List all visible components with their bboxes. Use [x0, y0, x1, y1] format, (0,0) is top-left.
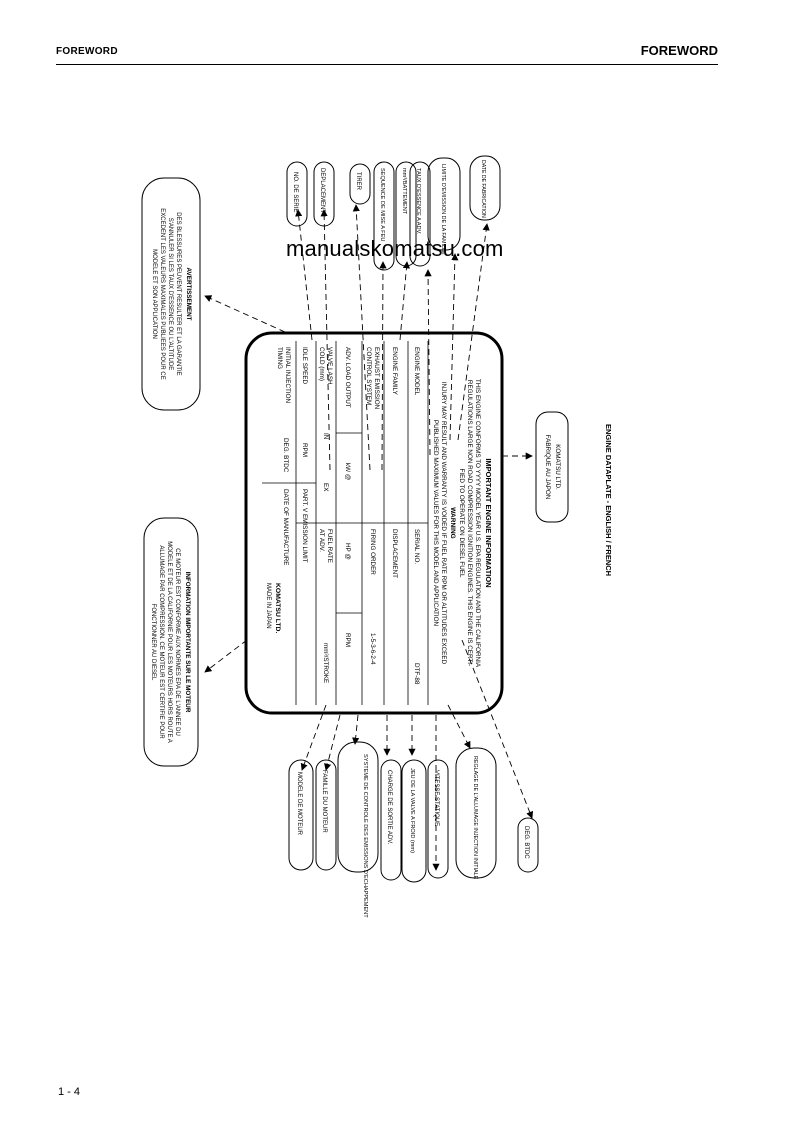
- french-info-line-1: CE MOTEUR EST CONFORME AUX NORMES EPA DE…: [174, 548, 180, 736]
- plate-serial-value: DTF-88: [413, 663, 420, 685]
- plate-idle-speed-label: IDLE SPEED: [301, 347, 308, 385]
- plate-fuel-unit: mm³/STROKE: [322, 643, 329, 683]
- figure-caption: ENGINE DATAPLATE - ENGLISH / FRENCH: [604, 424, 613, 576]
- french-avert-line-2: S'ANNULER SI LES TAUX D'ESSENCE OU L'ALT…: [167, 218, 173, 370]
- plate-rpm-label: RPM: [344, 633, 351, 647]
- plate-fuel-rate-2: AT ADV.: [318, 529, 325, 552]
- plate-date-mfg-label: DATE OF MANUFACTURE: [282, 489, 289, 566]
- plate-valve-lash-2: COLD (mm): [318, 347, 325, 381]
- plate-injection-1: INITIAL INJECTION: [284, 347, 291, 404]
- watermark-text: manualskomatsu.com: [286, 236, 504, 261]
- label-taux-essence: TAUX D'ESSENCE A ADV.: [415, 168, 421, 235]
- label-limite-emission: LIMITE D'EMISSION DE LA FAMILLE: [440, 164, 446, 255]
- french-info-title: INFORMATION IMPORTANTE SUR LE MOTEUR: [184, 572, 191, 713]
- plate-fuel-rate-1: FUEL RATE: [326, 529, 333, 563]
- plate-maker: KOMATSU LTD.: [274, 583, 281, 633]
- label-deplacement: DEPLACEMENT: [319, 168, 325, 213]
- plate-adv-load-label: ADV. LOAD OUTPUT: [344, 347, 351, 408]
- plate-firing-order-value: 1-5-3-6-2-4: [369, 633, 376, 665]
- plate-part-emission-label: PART. V EMISSION LIMIT: [301, 489, 308, 563]
- french-avert-line-1: DES BLESSURES PEUVENT RESULTER ET LA GAR…: [175, 212, 181, 375]
- plate-warning-1: INJURY MAY RESULT AND WARRANTY IS VOIDED…: [440, 382, 447, 665]
- label-charge-sortie: CHARGE DE SORTIE ADV.: [386, 770, 392, 845]
- french-avert-line-3: EXCEDENT LES VALEURS MAXIMALES PUBLIEES …: [159, 208, 165, 380]
- french-info-line-4: FONCTIONNER AU DIESEL: [150, 604, 156, 681]
- label-no-serie: NO. DE SERIE: [292, 172, 298, 212]
- header-right-title: FOREWORD: [640, 43, 718, 58]
- plate-serial-label: SERIAL NO.: [413, 529, 420, 564]
- plate-injection-2: TIMING: [276, 347, 283, 369]
- plate-warning-2: PUBLISHED MAXIMUM VALUES FOR THIS MODEL …: [432, 420, 439, 627]
- plate-kw-label: kW @: [344, 463, 351, 480]
- plate-title: IMPORTANT ENGINE INFORMATION: [484, 458, 493, 587]
- plate-engine-model-label: ENGINE MODEL: [413, 347, 420, 396]
- french-komatsu-1: KOMATSU LTD.: [554, 444, 561, 490]
- header-divider: [56, 64, 718, 65]
- label-tirer: TIRER: [355, 172, 361, 191]
- plate-made-in: MADE IN JAPAN: [265, 583, 271, 629]
- label-jeu-valve: JEU DE LA VALVE A FROID (mm): [409, 768, 415, 853]
- plate-warning-title: WARNING: [449, 507, 456, 538]
- plate-frame: [244, 331, 504, 715]
- label-mm3-battement: mm³/BATTEMENT: [401, 168, 407, 215]
- plate-deg-label: DEG. BTDC: [282, 438, 289, 473]
- french-avert-line-4: MODELE ET SON APPLICATION: [151, 249, 157, 339]
- plate-engine-family-label: ENGINE FAMILY: [391, 347, 398, 396]
- label-modele-moteur: MODELE DE MOTEUR: [296, 772, 302, 836]
- plate-firing-order-label: FIRING ORDER: [369, 529, 376, 575]
- plate-in-label: IN: [322, 433, 329, 440]
- plate-rpm2-label: RPM: [301, 443, 308, 457]
- french-avert-title: AVERTISSEMENT: [185, 267, 192, 320]
- plate-conformity-2: REGULATIONS LARGE NON ROAD COMPRESSION I…: [466, 380, 473, 666]
- plate-exhaust-label-2: CONTROL SYSTEM: [365, 347, 372, 405]
- label-deg-btdc: DEG. BTDC: [523, 826, 529, 859]
- plate-valve-lash-1: VALVE LASH: [326, 347, 333, 385]
- plate-conformity-3: FIED TO OPERATE ON DIESEL FUEL: [458, 469, 465, 578]
- label-reglage-allumage: REGLAGE DE L'ALLUMAGE INJECTION INITIALE: [472, 756, 478, 880]
- plate-ex-label: EX: [322, 483, 329, 492]
- label-date-fabrication: DATE DE FABRICATION: [480, 160, 486, 218]
- page-number: 1 - 4: [58, 1086, 81, 1098]
- label-sequence-mise-feu: SEQUENCE DE MISE A FEU: [379, 168, 385, 241]
- french-komatsu-2: FABRIQUE AU JAPON: [544, 435, 551, 500]
- label-systeme-controle: SYSTEME DE CONTROLE DES EMISSIONS D'ECHA…: [362, 754, 368, 918]
- label-famille-moteur: FAMILLE DU MOTEUR: [321, 770, 327, 833]
- plate-conformity-1: THIS ENGINE CONFORMS TO YYYY MODEL YEAR …: [474, 379, 481, 668]
- plate-hp-label: HP @: [344, 543, 351, 560]
- french-info-line-3: ALLUMAGE PAR COMPRESSION. CE MOTEUR EST …: [158, 545, 164, 739]
- header-left-title: FOREWORD: [56, 46, 118, 57]
- plate-exhaust-label-1: EXHAUST EMISSION: [373, 347, 380, 410]
- french-info-line-2: MODELE ET DE LA CALIFORNIE POUR LES MOTE…: [166, 541, 172, 743]
- plate-displacement-label: DISPLACEMENT: [391, 529, 398, 578]
